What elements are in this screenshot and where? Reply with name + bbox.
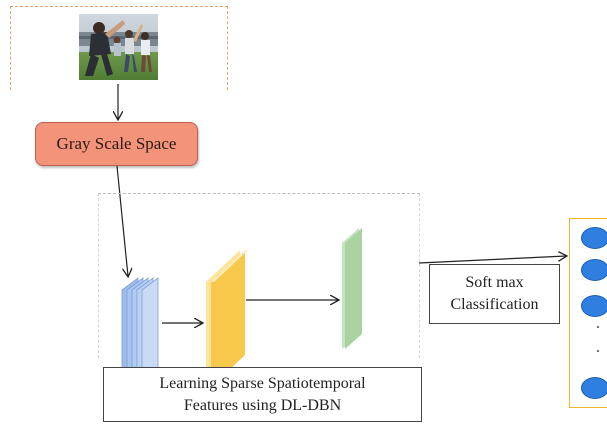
input-video-frame-image bbox=[79, 14, 158, 80]
output-layer: . . bbox=[569, 218, 607, 408]
output-ellipsis-dot: . bbox=[596, 339, 600, 356]
softmax-line-1: Soft max bbox=[465, 274, 524, 291]
input-image-frame bbox=[10, 6, 228, 90]
dbn-caption-line-2: Features using DL-DBN bbox=[183, 396, 342, 414]
arrow-to-output-layer bbox=[418, 256, 566, 264]
output-node bbox=[581, 377, 607, 399]
feature-map-layer bbox=[342, 228, 362, 349]
output-node bbox=[581, 227, 607, 249]
arrow-grayscale-to-volume bbox=[116, 165, 128, 276]
output-node bbox=[581, 259, 607, 281]
output-ellipsis-dot: . bbox=[596, 315, 600, 332]
softmax-line-2: Classification bbox=[450, 296, 539, 313]
grayscale-space-node: Gray Scale Space bbox=[35, 122, 198, 166]
hidden-feature-layer bbox=[206, 250, 248, 387]
input-volume-stack bbox=[121, 277, 159, 385]
sports-scene-illustration bbox=[79, 14, 158, 80]
dbn-caption-line-1: Learning Sparse Spatiotemporal bbox=[159, 374, 366, 392]
output-node bbox=[581, 295, 607, 317]
dbn-region-frame bbox=[98, 193, 420, 358]
softmax-classification-box: Soft max Classification bbox=[429, 264, 560, 324]
grayscale-label: Gray Scale Space bbox=[56, 134, 177, 153]
dbn-caption-box: Learning Sparse Spatiotemporal Features … bbox=[103, 367, 422, 422]
